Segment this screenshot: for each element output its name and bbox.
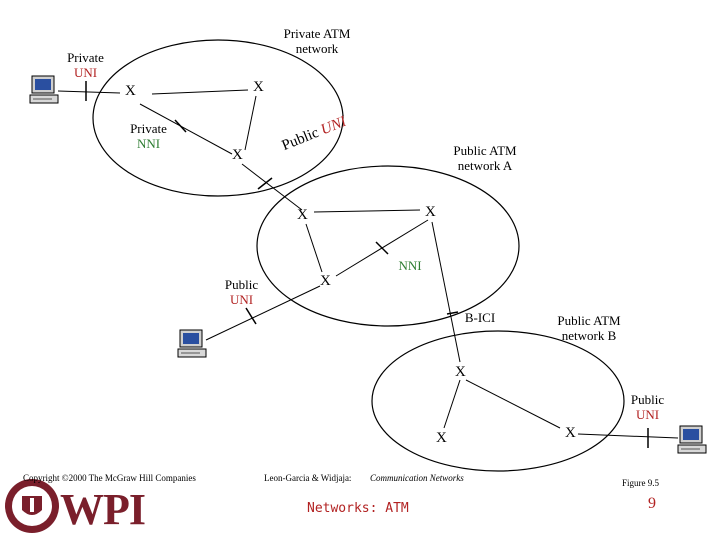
label-private-uni-line2: UNI	[73, 65, 98, 80]
link-bici	[431, 221, 461, 363]
footer-title: Networks: ATM	[307, 501, 409, 516]
switch-private-1: X	[125, 83, 136, 99]
link-private-x1-x3	[139, 103, 233, 155]
link-private-x2-x3	[244, 95, 257, 151]
link-private-uni	[57, 90, 121, 94]
label-nni: NNI	[398, 258, 422, 273]
wpi-wordmark: WPI	[60, 485, 146, 534]
private-atm-network-ellipse	[92, 39, 344, 197]
label-public-uni-right-line2: UNI	[635, 407, 660, 422]
switch-private-2: X	[253, 79, 264, 95]
public-atm-network-b-ellipse	[371, 330, 625, 472]
footer-figure: Figure 9.5	[622, 478, 659, 488]
label-private-nni-line1: Private	[130, 121, 167, 136]
label-public-uni-left: Public UNI	[214, 277, 269, 307]
wpi-seal-logo	[5, 479, 59, 533]
link-public-uni-private-to-a	[241, 163, 303, 211]
tick-bici	[446, 311, 459, 315]
label-public-uni-left-line2: UNI	[229, 292, 254, 307]
label-bici: B-ICI	[464, 310, 496, 325]
switch-public-b-2: X	[436, 430, 447, 446]
footer-authors: Leon-Garcia & Widjaja:	[264, 473, 352, 483]
link-b-x1-x3	[465, 379, 561, 429]
tick-nni-a	[375, 241, 389, 255]
computer-icon-public-left	[177, 329, 207, 358]
footer-book: Communication Networks	[370, 473, 464, 483]
label-private-nni-line2: NNI	[136, 136, 161, 151]
link-public-uni-right	[577, 433, 679, 439]
tick-public-uni-diag	[257, 177, 273, 190]
link-a-x1-x2	[313, 209, 421, 213]
tick-public-uni-left	[245, 307, 257, 325]
switch-public-b-3: X	[565, 425, 576, 441]
link-public-uni-left	[205, 285, 321, 341]
link-private-x1-x2	[151, 89, 249, 95]
switch-public-b-1: X	[455, 364, 466, 380]
label-public-atm-network-a: Public ATM network A	[453, 143, 517, 173]
label-public-uni-left-line1: Public	[224, 277, 259, 292]
label-public-atm-network-b: Public ATM network B	[557, 313, 621, 343]
label-public-uni-right-line1: Public	[630, 392, 665, 407]
switch-private-3: X	[232, 147, 243, 163]
label-private-atm-network: Private ATM network	[283, 26, 351, 56]
label-private-nni: Private NNI	[121, 121, 176, 151]
label-public-uni-right: Public UNI	[620, 392, 675, 422]
link-a-x1-x3	[305, 223, 323, 273]
computer-icon-public-right	[677, 425, 707, 454]
tick-private-nni	[174, 119, 187, 133]
switch-public-a-2: X	[425, 204, 436, 220]
public-atm-network-a-ellipse	[256, 165, 520, 327]
page-number: 9	[648, 495, 656, 512]
label-private-uni-line1: Private	[67, 50, 104, 65]
computer-icon-private	[29, 75, 59, 104]
label-private-uni: Private UNI	[58, 50, 113, 80]
footer-copyright: Copyright ©2000 The McGraw Hill Companie…	[23, 473, 196, 483]
switch-public-a-3: X	[320, 273, 331, 289]
link-b-x1-x2	[443, 379, 461, 429]
switch-public-a-1: X	[297, 207, 308, 223]
